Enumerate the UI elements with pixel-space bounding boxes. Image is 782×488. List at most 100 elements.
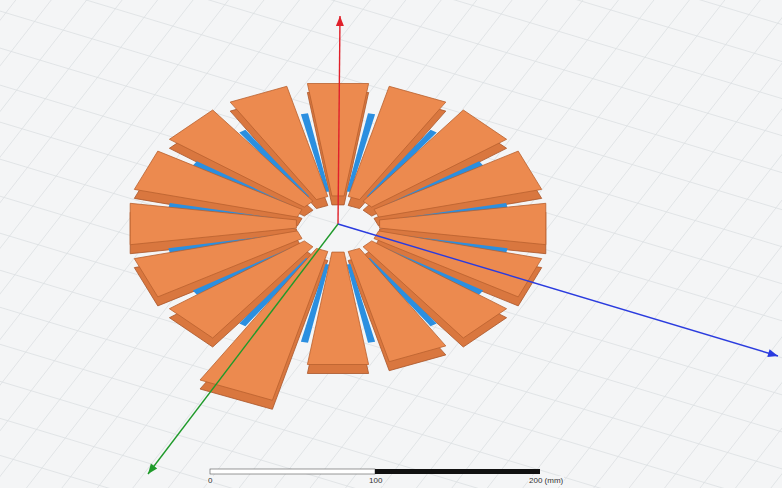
grid-line: [0, 0, 594, 488]
grid-line: [111, 0, 782, 488]
grid-line: [0, 0, 782, 418]
grid-line: [513, 0, 782, 488]
grid-line: [0, 0, 134, 488]
grid-line: [0, 0, 393, 488]
grid-line: [0, 0, 651, 488]
grid-line: [0, 0, 709, 488]
axis-line: [148, 224, 338, 474]
grid-line: [0, 450, 782, 488]
grid-line: [0, 0, 48, 488]
grid-line: [254, 0, 782, 488]
grid-line: [0, 0, 782, 28]
grid-line: [0, 0, 335, 488]
grid-line: [283, 0, 782, 488]
axis-arrowhead: [336, 16, 344, 26]
grid-line: [0, 0, 782, 58]
grid-line: [53, 0, 782, 488]
axis-arrowhead: [767, 349, 778, 357]
grid-line: [25, 0, 782, 488]
grid-line: [0, 0, 738, 488]
grid-line: [0, 210, 782, 488]
grid-line: [0, 0, 766, 488]
grid-line: [570, 0, 782, 488]
grid-line: [0, 0, 782, 268]
grid-line: [542, 0, 782, 488]
axis-line: [338, 224, 778, 356]
grid-line: [0, 0, 782, 238]
scale-segment: [375, 469, 540, 474]
axis-line: [338, 16, 340, 224]
scale-label: 100: [368, 476, 383, 486]
coordinate-axes: [148, 16, 778, 474]
grid-line: [0, 0, 680, 488]
grid-line: [0, 0, 782, 478]
grid-line: [0, 60, 782, 488]
grid-line: [0, 0, 565, 488]
grid-line: [628, 0, 782, 488]
grid-line: [0, 360, 782, 488]
grid-line: [0, 30, 782, 488]
scale-label: 0: [207, 476, 213, 486]
grid-line: [0, 0, 782, 388]
grid-line: [0, 0, 364, 488]
scale-label: 200 (mm): [528, 476, 564, 486]
grid-line: [0, 0, 782, 448]
axis-arrowhead: [148, 464, 157, 474]
grid-line: [0, 0, 782, 88]
grid-line: [0, 0, 782, 328]
grid-line: [312, 0, 782, 488]
grid-line: [0, 0, 623, 488]
grid-line: [0, 420, 782, 488]
upper-plate: [374, 151, 542, 217]
plate-ring: [130, 84, 546, 410]
grid-line: [599, 0, 782, 488]
grid-line: [0, 480, 782, 488]
grid-line: [0, 120, 782, 488]
scale-bar: [210, 469, 540, 474]
scale-segment: [210, 469, 375, 474]
